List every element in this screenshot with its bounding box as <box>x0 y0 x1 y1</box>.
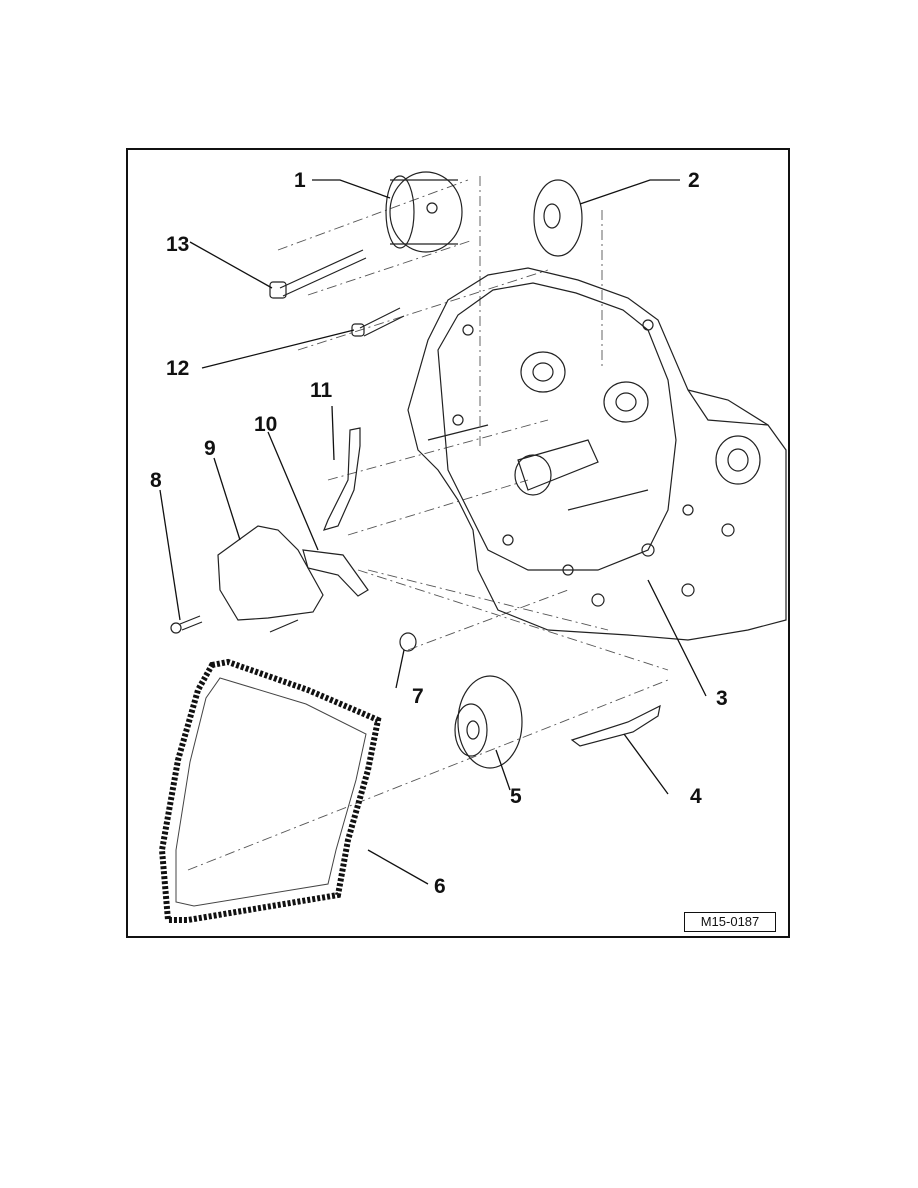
camshaft-adjuster <box>385 171 463 253</box>
callout-3: 3 <box>716 687 728 710</box>
exploded-diagram-frame: 1 2 13 12 11 10 9 8 7 3 5 4 6 M15-0187 <box>126 148 790 938</box>
bolt-12 <box>351 307 405 337</box>
callout-12: 12 <box>166 357 190 380</box>
tensioner-pin <box>269 619 299 633</box>
callout-10: 10 <box>254 413 278 436</box>
guide-rail-11 <box>322 427 361 531</box>
timing-chain <box>158 658 382 923</box>
callout-11: 11 <box>310 379 333 402</box>
callout-9: 9 <box>204 437 216 460</box>
callout-2: 2 <box>688 169 700 192</box>
callout-4: 4 <box>690 785 702 808</box>
guide-rail-4 <box>570 704 661 747</box>
callout-leader-lines <box>159 179 707 885</box>
crankshaft-sprocket <box>454 675 523 769</box>
tensioner-9 <box>217 525 324 621</box>
figure-reference-code: M15-0187 <box>684 912 776 932</box>
exploded-diagram <box>158 171 787 923</box>
camshaft-sprocket <box>533 179 583 257</box>
callout-5: 5 <box>510 785 522 808</box>
bolt-13 <box>269 249 367 299</box>
callout-8: 8 <box>150 469 162 492</box>
tensioner-plate-10 <box>302 549 369 597</box>
callout-1: 1 <box>294 169 306 192</box>
callout-13: 13 <box>166 233 190 256</box>
bolt-8 <box>170 615 203 634</box>
callout-6: 6 <box>434 875 446 898</box>
seal-ring-7 <box>399 632 417 652</box>
assembly-axis-lines <box>187 176 669 871</box>
callout-7: 7 <box>412 685 424 708</box>
timing-chain-inner <box>175 677 367 907</box>
engine-block <box>407 267 787 641</box>
